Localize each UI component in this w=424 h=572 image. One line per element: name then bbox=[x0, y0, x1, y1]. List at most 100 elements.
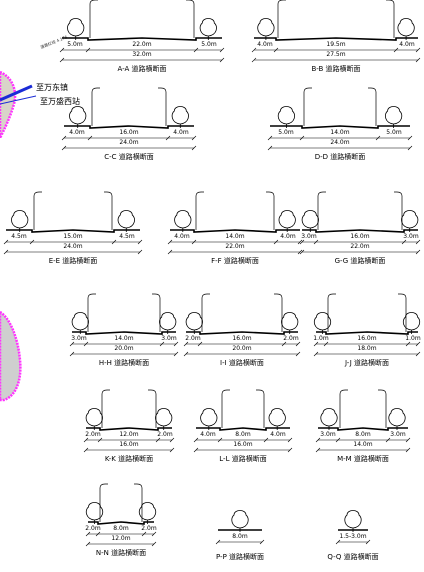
dimension-tick bbox=[85, 531, 91, 537]
tree-icon bbox=[281, 312, 299, 334]
dimension-tick bbox=[295, 351, 301, 357]
cross-section-drawing bbox=[267, 87, 413, 151]
tree-icon bbox=[155, 408, 173, 430]
tree-icon bbox=[313, 312, 332, 334]
road-surface-profile bbox=[316, 331, 418, 335]
dimension-tick bbox=[251, 47, 257, 53]
dimension-tick bbox=[141, 531, 147, 537]
direction-label-wandong: 至万东镇 bbox=[36, 83, 68, 92]
total-width: 20.0m bbox=[114, 345, 134, 352]
side-width-left: 5.0m bbox=[278, 129, 294, 136]
side-width-left: 4.0m bbox=[174, 233, 190, 240]
cross-section-drawing bbox=[3, 191, 143, 255]
dimension-tick bbox=[299, 135, 305, 141]
cross-section-drawing bbox=[167, 191, 303, 255]
street-lamp-icon bbox=[89, 0, 98, 38]
dimension-tick bbox=[97, 437, 103, 443]
dimension-tick bbox=[405, 341, 411, 347]
cross-section-drawing bbox=[193, 389, 293, 453]
dimension-tick bbox=[219, 47, 225, 53]
street-lamp-icon bbox=[394, 191, 403, 230]
side-width-right: 4.5m bbox=[119, 233, 135, 240]
cross-section-drawing bbox=[69, 293, 179, 357]
side-width-right: 4.0m bbox=[173, 129, 189, 136]
path-width: 8.0m bbox=[232, 533, 248, 540]
dimension-tick bbox=[259, 539, 265, 545]
cross-section-drawing bbox=[59, 0, 225, 63]
dimension-tick bbox=[155, 437, 161, 443]
street-lamp-icon bbox=[186, 0, 195, 38]
dimension-tick bbox=[267, 135, 273, 141]
tree-icon bbox=[159, 312, 177, 334]
tree-icon bbox=[11, 210, 29, 232]
dimension-tick bbox=[111, 239, 117, 245]
carriageway-width: 14.0m bbox=[114, 335, 134, 342]
street-lamp-icon bbox=[148, 389, 157, 428]
street-lamp-icon bbox=[221, 389, 230, 428]
dimension-tick bbox=[191, 239, 197, 245]
dimension-tick bbox=[335, 437, 341, 443]
cross-section-drawing bbox=[251, 0, 421, 63]
street-lamp-icon bbox=[99, 483, 108, 522]
total-width: 32.0m bbox=[132, 51, 152, 58]
side-width-right: 5.0m bbox=[201, 41, 217, 48]
dimension-tick bbox=[281, 341, 287, 347]
dimension-tick bbox=[191, 145, 197, 151]
road-surface-profile bbox=[318, 427, 408, 431]
dimension-tick bbox=[173, 341, 179, 347]
dimension-tick bbox=[287, 447, 293, 453]
dimension-tick bbox=[299, 249, 305, 255]
total-width: 12.0m bbox=[111, 535, 131, 542]
dimension-tick bbox=[193, 47, 199, 53]
section-caption: E-E 道路横断面 bbox=[48, 257, 98, 265]
dimension-tick bbox=[191, 135, 197, 141]
dimension-tick bbox=[159, 341, 165, 347]
total-width: 24.0m bbox=[330, 139, 350, 146]
dimension-tick bbox=[151, 531, 157, 537]
section-caption: A-A 道路横断面 bbox=[117, 65, 167, 73]
street-lamp-icon bbox=[386, 0, 395, 38]
side-width-right: 3.0m bbox=[390, 431, 406, 438]
tree-icon bbox=[320, 408, 338, 430]
dimension-tick bbox=[87, 135, 93, 141]
dimension-tick bbox=[405, 447, 411, 453]
dimension-tick bbox=[165, 135, 171, 141]
tree-icon bbox=[231, 510, 249, 532]
section-caption: I-I 道路横断面 bbox=[220, 359, 264, 367]
side-width-right: 2.0m bbox=[141, 525, 157, 532]
road-surface-profile bbox=[196, 427, 290, 431]
street-lamp-icon bbox=[266, 191, 275, 230]
dimension-tick bbox=[407, 135, 413, 141]
cross-section-drawing bbox=[315, 389, 411, 453]
section-caption: K-K 道路横断面 bbox=[104, 455, 154, 463]
route-line-thin bbox=[0, 95, 37, 105]
site-parcel-lower bbox=[0, 310, 22, 402]
dimension-tick bbox=[315, 447, 321, 453]
dimension-tick bbox=[137, 239, 143, 245]
dimension-tick bbox=[415, 351, 421, 357]
dimension-tick bbox=[197, 341, 203, 347]
carriageway-width: 14.0m bbox=[330, 129, 350, 136]
dimension-tick bbox=[85, 541, 91, 547]
tree-icon bbox=[171, 106, 189, 128]
tree-icon bbox=[278, 210, 296, 232]
carriageway-width: 16.0m bbox=[232, 335, 252, 342]
street-lamp-icon bbox=[378, 389, 387, 428]
dimension-tick bbox=[95, 531, 101, 537]
dimension-tick bbox=[335, 539, 341, 545]
dimension-tick bbox=[183, 351, 189, 357]
side-width-left: 2.0m bbox=[85, 525, 101, 532]
dimension-tick bbox=[313, 351, 319, 357]
carriageway-width: 16.0m bbox=[119, 129, 139, 136]
carriageway-width: 19.5m bbox=[326, 41, 346, 48]
dimension-tick bbox=[69, 351, 75, 357]
road-surface-profile bbox=[254, 37, 418, 41]
dimension-tick bbox=[323, 341, 329, 347]
